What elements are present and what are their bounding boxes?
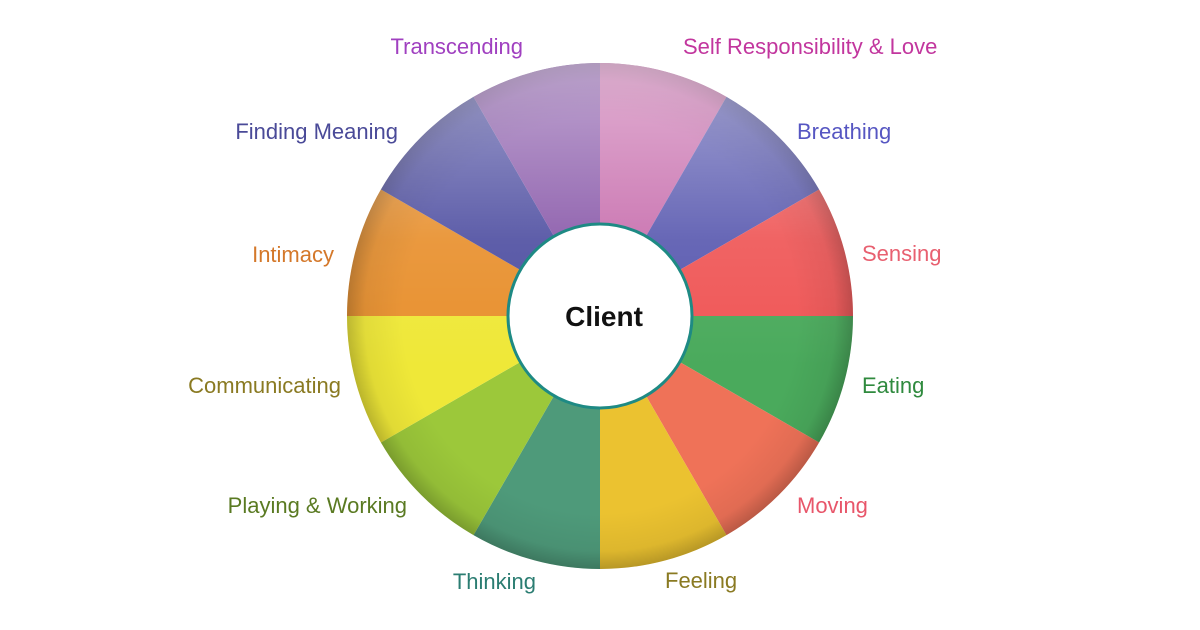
segment-label-feeling: Feeling — [665, 568, 737, 593]
segment-label-sensing: Sensing — [862, 241, 942, 266]
segment-label-transcending: Transcending — [391, 34, 523, 59]
segment-label-intimacy: Intimacy — [252, 242, 334, 267]
client-label: Client — [565, 301, 643, 332]
segment-label-thinking: Thinking — [453, 569, 536, 594]
segment-label-finding-meaning: Finding Meaning — [235, 119, 398, 144]
client-hub-circle — [506, 222, 694, 410]
segment-label-moving: Moving — [797, 493, 868, 518]
segment-label-self-responsibility: Self Responsibility & Love — [683, 34, 937, 59]
segment-label-eating: Eating — [862, 373, 924, 398]
segment-labels: Self Responsibility & LoveBreathingSensi… — [188, 34, 941, 594]
segment-label-playing-working: Playing & Working — [228, 493, 407, 518]
segment-label-breathing: Breathing — [797, 119, 891, 144]
segment-label-communicating: Communicating — [188, 373, 341, 398]
